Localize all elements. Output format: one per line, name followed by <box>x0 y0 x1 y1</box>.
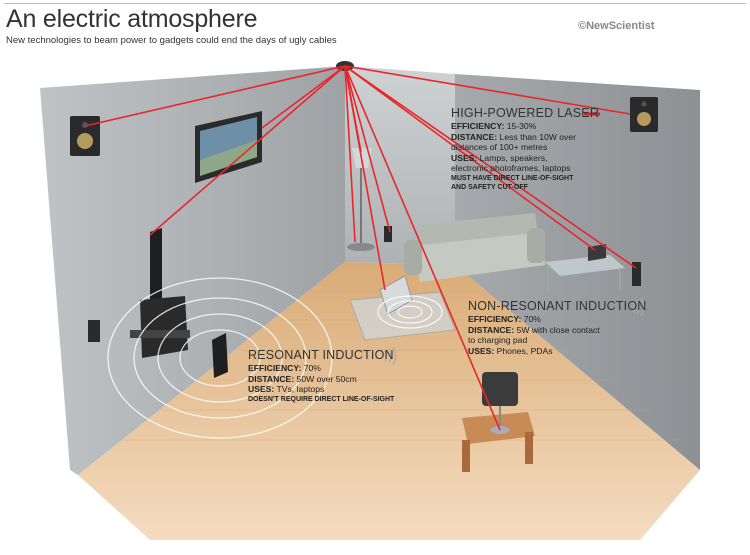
resonant-field-rings <box>107 277 333 439</box>
header-rule <box>4 3 746 4</box>
nonresonant-distance-value: 5W with close contact <box>516 324 600 335</box>
nonresonant-efficiency-value: 70% <box>523 314 541 324</box>
nonresonant-label: NON-RESONANT INDUCTION EFFICIENCY: 70% D… <box>468 299 646 356</box>
resonant-transmitter <box>212 333 228 378</box>
resonant-distance-label: DISTANCE: <box>248 373 295 384</box>
resonant-efficiency-value: 70% <box>303 363 321 373</box>
laser-distance-value-2: distances of 100+ metres <box>451 142 548 153</box>
floor <box>78 262 700 540</box>
resonant-uses-label: USES: <box>248 384 275 395</box>
laser-uses-label: USES: <box>451 152 478 163</box>
page-title: An electric atmosphere <box>6 5 258 33</box>
nonresonant-distance-value-2: to charging pad <box>468 335 528 346</box>
resonant-uses-value: TVs, laptops <box>276 384 325 395</box>
laser-note-2: AND SAFETY CUT-OFF <box>451 183 528 191</box>
glass-side-table <box>545 255 625 276</box>
laser-heading: HIGH-POWERED LASER <box>451 106 600 120</box>
nonresonant-heading: NON-RESONANT INDUCTION <box>468 299 647 313</box>
charging-pad-rings <box>377 295 443 329</box>
back-wall <box>345 66 455 265</box>
laser-distance-value: Less than 10W over <box>499 131 576 142</box>
resonant-label: RESONANT INDUCTION EFFICIENCY: 70% DISTA… <box>248 348 394 404</box>
laser-beams <box>84 65 637 431</box>
resonant-distance-value: 50W over 50cm <box>296 373 357 384</box>
resonant-heading: RESONANT INDUCTION <box>248 348 394 362</box>
nonresonant-efficiency-label: EFFICIENCY: <box>468 314 522 324</box>
sofa <box>404 213 545 282</box>
laser-uses-value: Lamps, speakers, <box>479 152 548 163</box>
tv-stand <box>140 296 188 358</box>
tv <box>150 228 162 318</box>
resonant-wave-icon <box>384 346 397 366</box>
page-subtitle: New technologies to beam power to gadget… <box>6 35 337 46</box>
left-wall <box>40 66 345 475</box>
laser-efficiency-value: 15-30% <box>506 121 537 131</box>
nonresonant-wave-icon <box>632 297 645 317</box>
nonresonant-distance-label: DISTANCE: <box>468 324 515 335</box>
laser-efficiency-label: EFFICIENCY: <box>451 121 505 131</box>
laser-distance-label: DISTANCE: <box>451 131 498 142</box>
laser-uses-value-2: electronic photoframes, laptops <box>451 163 571 174</box>
resonant-note: DOESN'T REQUIRE DIRECT LINE-OF-SIGHT <box>248 395 395 403</box>
laser-note-1: MUST HAVE DIRECT LINE-OF-SIGHT <box>451 174 574 182</box>
laptop <box>379 275 413 315</box>
nonresonant-uses-value: Phones, PDAs <box>496 345 553 356</box>
resonant-efficiency-label: EFFICIENCY: <box>248 363 302 373</box>
table-lamp <box>482 372 518 406</box>
brand-logo: ©NewScientist <box>578 20 655 32</box>
laser-label: HIGH-POWERED LASER EFFICIENCY: 15-30% DI… <box>451 106 599 192</box>
nonresonant-uses-label: USES: <box>468 345 495 356</box>
